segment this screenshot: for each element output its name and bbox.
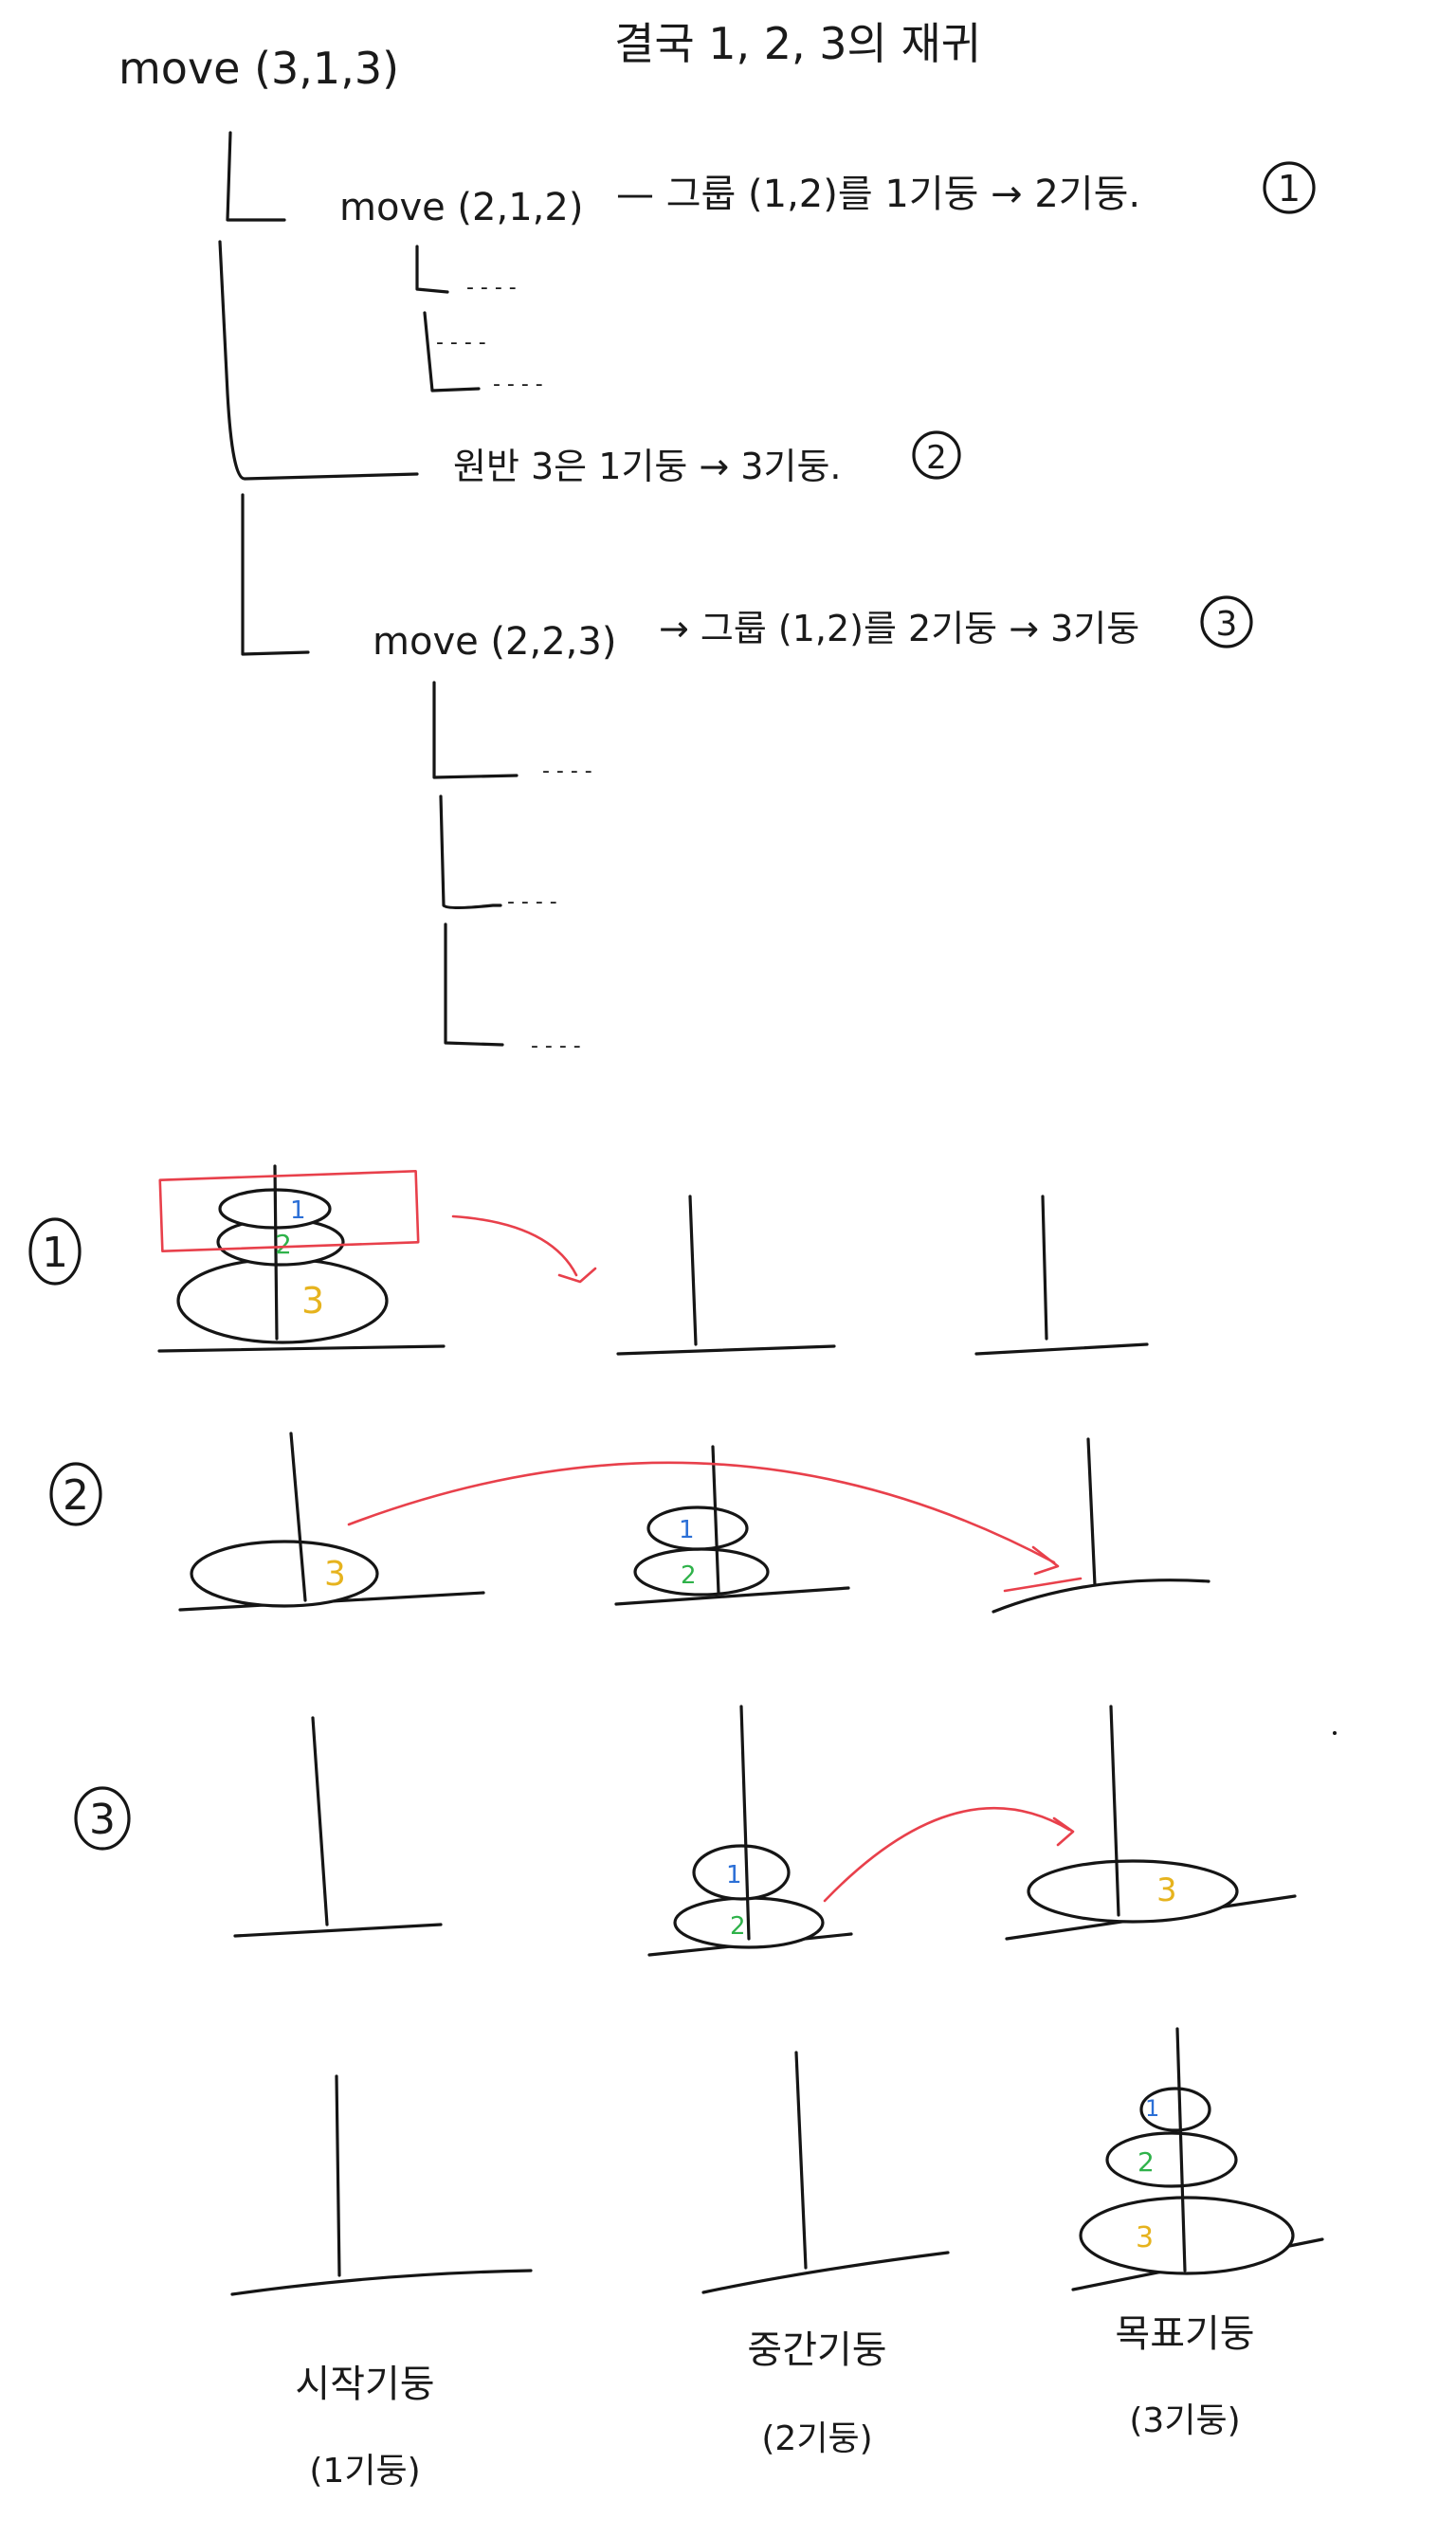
call2-desc: 원반 3은 1기둥 → 3기둥. — [453, 446, 842, 487]
step-1-base-1 — [157, 1344, 446, 1353]
step-marker-1-num: 1 — [1278, 168, 1301, 210]
call3-desc: → 그룹 (1,2)를 2기둥 → 3기둥 — [659, 608, 1139, 649]
tree-branch-3 — [241, 493, 310, 656]
step-3-peg-3 — [1109, 1705, 1120, 1917]
step-2-peg-2 — [711, 1445, 720, 1595]
tree-branch-2 — [218, 240, 419, 481]
step-1-peg-2 — [688, 1195, 698, 1346]
step-3-number: 3 — [89, 1796, 116, 1844]
final-disk-2 — [1105, 2131, 1238, 2188]
subbranch-3a-ellipsis: - - - - — [542, 759, 592, 783]
step-2-disk-3-label: 3 — [324, 1555, 346, 1594]
middle-peg-number: (2기둥) — [761, 2419, 872, 2458]
step-3-peg-2 — [739, 1705, 751, 1941]
step-3-arrowhead — [1052, 1816, 1075, 1847]
step-2-marker — [49, 1462, 102, 1526]
step-3-disk-1 — [692, 1844, 791, 1901]
step-3-disk-3 — [1027, 1859, 1239, 1924]
step-1-number: 1 — [42, 1229, 68, 1277]
step-2-disk-1 — [646, 1506, 749, 1551]
final-state-row: 3 2 1 시작기둥 (1기둥) 중간기둥 (2기둥) 목표기둥 (3기둥) — [230, 2027, 1324, 2491]
step-1-disk-3 — [176, 1257, 389, 1344]
step-3-row: 3 2 1 3 — [74, 1705, 1337, 1957]
subbranch-3c — [444, 922, 504, 1047]
call1-label: move (2,1,2) — [339, 186, 583, 229]
step-marker-3-num: 3 — [1216, 605, 1238, 644]
subbranch-3b — [439, 794, 502, 910]
step-3-marker — [74, 1786, 131, 1851]
step-1-peg-1 — [273, 1164, 279, 1341]
subbranch-3c-ellipsis: - - - - — [531, 1034, 581, 1058]
recursion-note: 결국 1, 2, 3의 재귀 — [614, 18, 981, 69]
step-1-row: 1 3 2 1 — [28, 1164, 1149, 1356]
start-peg-number: (1기둥) — [309, 2452, 420, 2491]
step-marker-1 — [1263, 161, 1316, 214]
stray-dot — [1333, 1731, 1337, 1735]
step-1-arrowhead — [557, 1267, 597, 1284]
step-1-marker — [28, 1217, 82, 1286]
recursion-tree: move (2,1,2) — 그룹 (1,2)를 1기둥 → 2기둥. 1 - … — [218, 131, 1316, 1058]
step-2-disk-2-label: 2 — [681, 1561, 697, 1590]
step-3-disk-3-label: 3 — [1156, 1871, 1177, 1909]
final-peg-middle — [794, 2051, 808, 2270]
subbranch-1c-ellipsis: - - - - — [493, 373, 543, 396]
final-disk-3 — [1079, 2196, 1295, 2275]
step-2-red-stroke — [1003, 1577, 1083, 1593]
start-peg-label: 시작기둥 — [295, 2363, 434, 2406]
step-1-disk-3-label: 3 — [301, 1280, 324, 1322]
final-disk-3-label: 3 — [1136, 2221, 1154, 2254]
middle-peg-label: 중간기둥 — [747, 2328, 886, 2372]
final-peg-goal — [1175, 2027, 1187, 2272]
tree-branch-1 — [226, 131, 286, 222]
step-1-group-highlight — [158, 1170, 420, 1252]
step-marker-2 — [912, 430, 961, 480]
subbranch-1a — [415, 245, 449, 294]
step-2-move-arrow — [347, 1461, 1056, 1564]
step-2-peg-3 — [1086, 1437, 1097, 1587]
step-1-disk-1-label: 1 — [290, 1196, 306, 1225]
step-2-peg-1 — [289, 1432, 307, 1602]
step-2-base-3 — [992, 1579, 1210, 1614]
step-2-disk-3 — [190, 1540, 379, 1608]
subbranch-1b — [423, 311, 481, 392]
step-3-disk-2-label: 2 — [730, 1912, 746, 1941]
call3-label: move (2,2,3) — [373, 620, 616, 664]
step-1-disk-2-label: 2 — [275, 1229, 292, 1260]
final-disk-1 — [1139, 2087, 1211, 2132]
final-disk-1-label: 1 — [1145, 2095, 1159, 2122]
step-2-row: 2 3 2 1 — [49, 1432, 1210, 1614]
step-2-base-2 — [614, 1586, 850, 1606]
final-base-middle — [701, 2251, 950, 2294]
final-base-start — [230, 2269, 533, 2296]
step-marker-2-num: 2 — [926, 439, 947, 477]
step-1-base-3 — [974, 1342, 1149, 1356]
step-3-disk-1-label: 1 — [726, 1861, 742, 1889]
subbranch-1a-ellipsis: - - - - — [466, 276, 517, 300]
step-2-disk-1-label: 1 — [679, 1516, 695, 1544]
final-disk-2-label: 2 — [1138, 2146, 1155, 2178]
call1-desc: — 그룹 (1,2)를 1기둥 → 2기둥. — [616, 173, 1140, 216]
final-peg-start — [335, 2074, 341, 2277]
subbranch-3b-ellipsis: - - - - — [507, 890, 557, 914]
step-3-base-1 — [233, 1923, 443, 1938]
subbranch-1b-ellipsis: - - - - — [436, 331, 486, 355]
step-1-move-arrow — [451, 1214, 578, 1277]
step-2-number: 2 — [63, 1471, 89, 1520]
goal-peg-number: (3기둥) — [1129, 2401, 1240, 2440]
goal-peg-label: 목표기둥 — [1115, 2312, 1254, 2356]
subbranch-3a — [432, 681, 519, 779]
step-3-move-arrow — [823, 1806, 1071, 1903]
step-marker-3 — [1200, 595, 1253, 648]
step-3-peg-1 — [311, 1716, 329, 1926]
step-2-disk-2 — [633, 1547, 770, 1597]
step-1-base-2 — [616, 1344, 836, 1356]
step-1-peg-3 — [1041, 1195, 1048, 1341]
root-call: move (3,1,3) — [118, 43, 399, 94]
step-2-arrowhead — [1031, 1545, 1060, 1576]
